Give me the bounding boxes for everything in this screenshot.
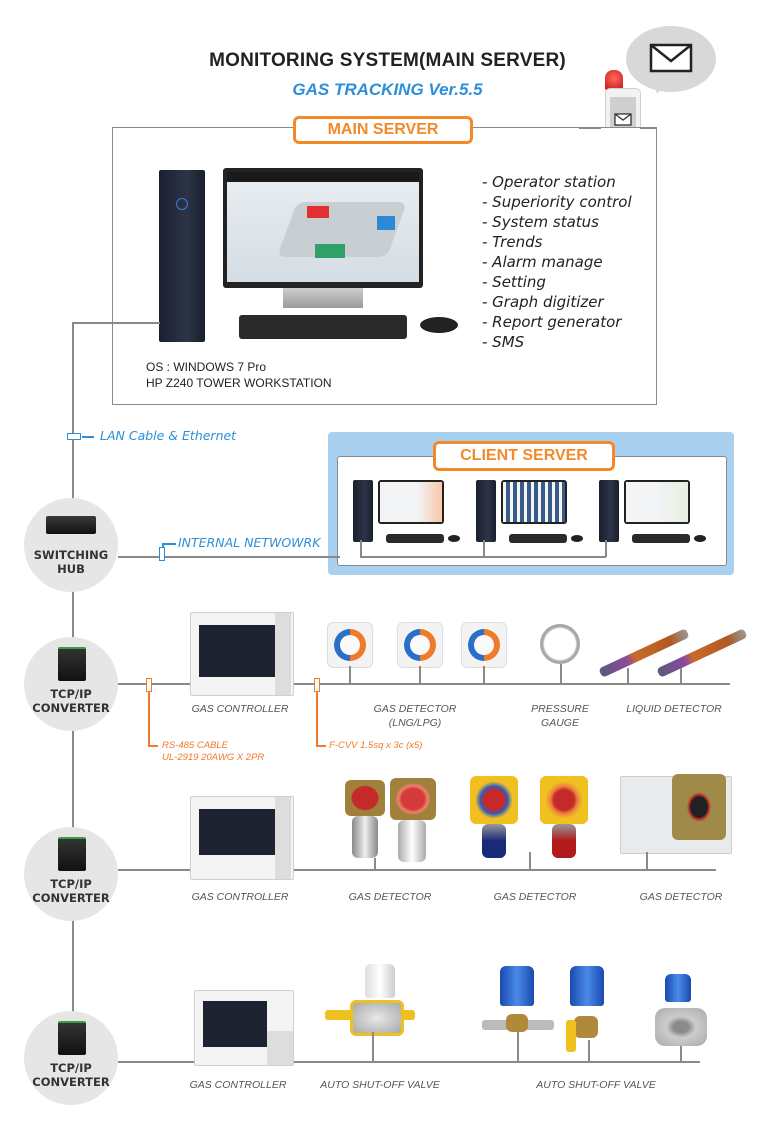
os-spec: OS : WINDOWS 7 Pro [146,360,267,374]
feature-item: - Setting [482,273,546,291]
speech-bubble-tail [648,80,662,94]
feature-item: - SMS [482,333,525,351]
gas-controller [190,796,294,880]
yellow-gas-detector-sensor [482,824,506,858]
server-link-line [72,322,160,324]
tcpip-converter: TCP/IP CONVERTER [24,1011,118,1105]
ball-valve-body [655,1008,707,1046]
sms-notification [596,22,720,162]
feature-item: - Superiority control [482,193,632,211]
gas-detector-lng [327,622,373,668]
feature-item: - System status [482,213,599,231]
yellow-gas-detector [540,776,588,824]
feature-item: - Alarm manage [482,253,603,271]
internal-network-line [118,556,340,558]
feature-item: - Graph digitizer [482,293,604,311]
client-server-label: CLIENT SERVER [433,441,615,471]
tcpip-converter: TCP/IP CONVERTER [24,827,118,921]
internal-network-label: INTERNAL NETWOWRK [178,535,321,550]
auto-shutoff-valve-label: AUTO SHUT-OFF VALVE [320,1079,440,1091]
yellow-gas-detector-sensor [552,824,576,858]
row2-bus-line [118,869,716,871]
feature-item: - Report generator [482,313,622,331]
workstation-monitor [223,168,423,288]
auto-shutoff-valve-actuator [365,964,395,998]
auto-shutoff-valve-actuator [500,966,534,1006]
phone-link-line [579,127,601,129]
switching-hub: SWITCHING HUB [24,498,118,592]
gas-controller-label: GAS CONTROLLER [189,1079,287,1091]
row3-bus-line [118,1061,700,1063]
client-workstation [596,478,708,548]
explosion-proof-gas-detector-sensor [352,816,378,858]
main-server-label: MAIN SERVER [293,116,473,144]
lan-connector-icon [67,433,81,440]
gas-pipe [566,1020,576,1052]
feature-item: - Operator station [482,173,616,191]
client-workstation [350,478,462,548]
server-specs: OS : WINDOWS 7 Pro HP Z240 TOWER WORKSTA… [146,359,332,391]
internal-connector-icon [159,547,165,561]
main-server-workstation [155,165,465,345]
phone-link-line [640,127,657,129]
gas-detector-label: GAS DETECTOR [639,891,723,903]
converter-icon [58,647,86,681]
ball-valve-body [574,1016,598,1038]
gas-controller-label: GAS CONTROLLER [191,703,289,715]
fcvv-cable-label: F-CVV 1.5sq x 3c (x5) [329,740,423,751]
envelope-icon [649,43,693,73]
rs485-connector-icon [146,678,152,692]
row1-bus-line [118,683,730,685]
sampling-gas-detector [672,774,726,840]
gas-detector-label: GAS DETECTOR [348,891,432,903]
auto-shutoff-valve-label: AUTO SHUT-OFF VALVE [536,1079,656,1091]
ball-valve-body [350,1000,404,1036]
keyboard [239,315,407,339]
converter-icon [58,837,86,871]
explosion-proof-gas-detector-sensor [398,820,426,862]
diagram-title: MONITORING SYSTEM(MAIN SERVER) [209,50,566,71]
gas-detector-label: GAS DETECTOR [493,891,577,903]
auto-shutoff-valve-actuator [665,974,691,1002]
feature-list: - Operator station - Superiority control… [482,172,632,352]
gas-detector-label: GAS DETECTOR (LNG/LPG) [373,703,457,729]
gas-detector-lng [397,622,443,668]
gas-detector-lng [461,622,507,668]
pressure-gauge [540,624,580,664]
liquid-detector-label: LIQUID DETECTOR [626,703,722,715]
mouse [420,317,458,333]
pressure-gauge-label: PRESSURE GAUGE [531,703,589,729]
explosion-proof-gas-detector [390,778,436,820]
yellow-gas-detector [470,776,518,824]
gas-controller [194,990,294,1066]
fcvv-connector-icon [314,678,320,692]
hardware-spec: HP Z240 TOWER WORKSTATION [146,376,332,390]
explosion-proof-gas-detector [345,780,385,816]
rs485-cable-label: RS-485 CABLE UL-2919 20AWG X 2PR [162,740,265,763]
workstation-tower [159,170,205,342]
gas-controller-label: GAS CONTROLLER [191,891,289,903]
gas-controller [190,612,294,696]
feature-item: - Trends [482,233,543,251]
diagram-subtitle: GAS TRACKING Ver.5.5 [292,80,483,99]
alarm-beacon-icon [605,70,623,90]
tcpip-converter: TCP/IP CONVERTER [24,637,118,731]
switch-icon [46,516,96,534]
ball-valve-body [506,1014,528,1032]
lan-cable-label: LAN Cable & Ethernet [100,428,237,443]
auto-shutoff-valve-actuator [570,966,604,1006]
client-workstation [473,478,585,548]
converter-icon [58,1021,86,1055]
